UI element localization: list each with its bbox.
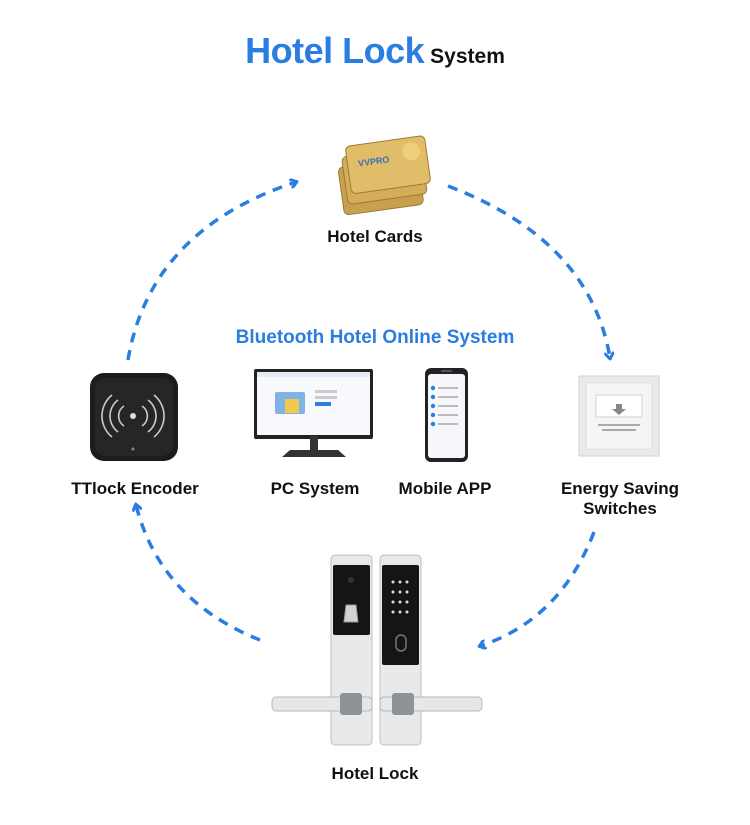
label-energy-line2: Switches — [583, 499, 657, 518]
label-hotel-cards: Hotel Cards — [327, 227, 423, 246]
arrow-lock-to-encoder — [136, 505, 261, 642]
arrow-energy-to-lock — [480, 531, 596, 646]
label-hotel-lock: Hotel Lock — [331, 764, 419, 783]
label-mobile-app: Mobile APP — [398, 479, 492, 498]
label-ttlock-encoder: TTlock Encoder — [71, 479, 199, 498]
label-energy-saving-switches: Energy Saving Switches — [540, 479, 700, 519]
title-main: Hotel Lock — [245, 30, 425, 71]
center-heading: Bluetooth Hotel Online System — [235, 327, 515, 348]
card-brand-text: VVPRO — [357, 154, 390, 168]
label-energy-line1: Energy Saving — [560, 479, 680, 498]
label-pc-system: PC System — [270, 479, 360, 498]
arrow-encoder-to-cards — [126, 182, 296, 361]
title-suffix: System — [430, 45, 505, 68]
arrow-cards-to-energy — [447, 184, 610, 358]
